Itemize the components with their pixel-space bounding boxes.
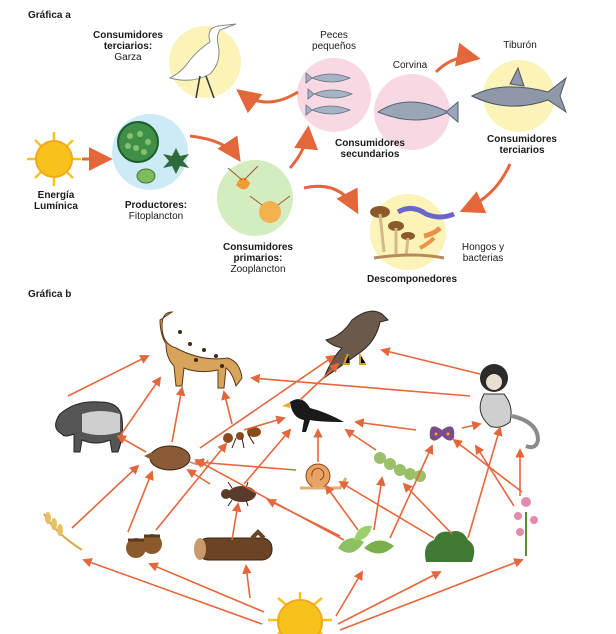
chart-b-title: Gráfica b [28, 289, 72, 300]
shark-icon [470, 66, 568, 114]
snail-icon [300, 463, 348, 490]
beetle-icon [221, 481, 256, 507]
log-icon [194, 529, 273, 561]
sun-icon-a [27, 132, 81, 186]
ocelot-icon [159, 311, 243, 389]
flower-icon [514, 497, 538, 556]
mint-plant-icon [338, 525, 394, 554]
rat-icon [144, 445, 209, 471]
butterfly-icon [429, 426, 455, 441]
zooplancton-circle [217, 160, 293, 236]
descomponedores-label: Descomponedores [366, 274, 458, 285]
shrub-icon [425, 531, 475, 562]
zooplankton-icon [227, 165, 291, 223]
acorns-icon [126, 534, 162, 558]
phytoplankton-icon [117, 121, 189, 184]
monkey-icon [479, 364, 541, 450]
energy-flow-arrows [67, 347, 525, 631]
productores-label: Productores:Fitoplancton [124, 200, 188, 222]
heron-icon [168, 23, 237, 99]
corvina-fish-icon [376, 100, 459, 124]
caterpillar-icon [374, 452, 426, 482]
bird-icon [282, 399, 344, 432]
small-fish-icon [305, 72, 354, 116]
bacteria-icon [396, 206, 455, 250]
tapir-icon [55, 401, 123, 453]
mushrooms-icon [370, 206, 445, 260]
chart-a-title: Gráfica a [28, 10, 71, 21]
corvina-label: Corvina [392, 60, 428, 71]
tiburon-label: Tiburón [503, 40, 537, 51]
sun-icon-b [268, 592, 332, 634]
wheat-icon [43, 512, 83, 551]
ant-icon [223, 427, 261, 449]
